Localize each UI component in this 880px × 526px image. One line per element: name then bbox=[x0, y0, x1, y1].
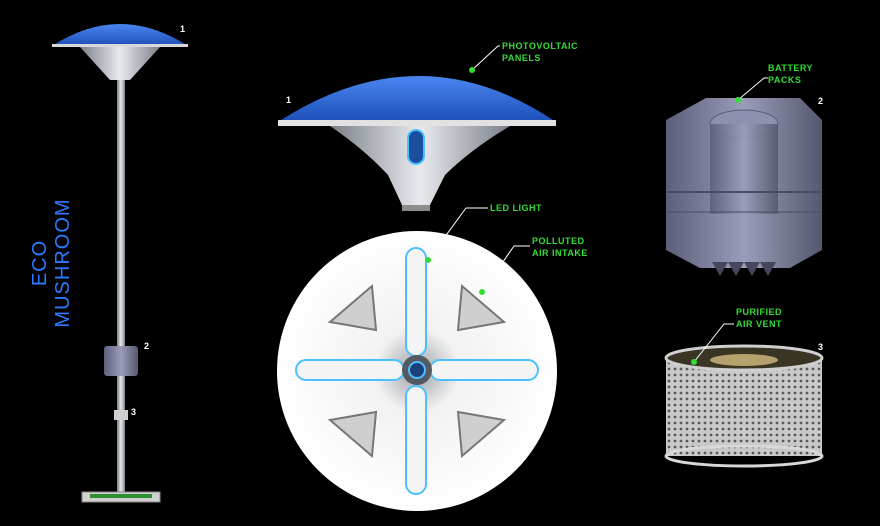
label-battery-packs: BATTERY PACKS bbox=[768, 63, 813, 85]
led-strip-housing bbox=[407, 129, 425, 165]
pole-shaft bbox=[117, 80, 125, 350]
label-polluted-air-intake: POLLUTED AIR INTAKE bbox=[532, 236, 588, 258]
led-strip-top bbox=[405, 247, 427, 357]
callout-dots bbox=[425, 67, 741, 365]
label-led-light: LED LIGHT bbox=[490, 203, 542, 213]
street-lamp-pole bbox=[52, 24, 188, 503]
vent-mesh bbox=[666, 358, 822, 456]
air-intake-bottom-right bbox=[456, 410, 507, 459]
diagram-title: ECO MUSHROOM bbox=[29, 198, 74, 328]
underside-view bbox=[277, 231, 557, 511]
lamp-housing bbox=[330, 126, 510, 205]
number-battery: 2 bbox=[818, 96, 824, 106]
label-photovoltaic-panels: PHOTOVOLTAIC PANELS bbox=[502, 41, 579, 63]
callout-lines bbox=[427, 45, 768, 363]
pole-solar-canopy bbox=[52, 24, 188, 46]
number-pole-top: 1 bbox=[180, 24, 186, 34]
photovoltaic-dome bbox=[278, 76, 556, 122]
number-pole-mid: 2 bbox=[144, 341, 150, 351]
led-strip-bottom bbox=[405, 385, 427, 495]
label-purified-air-vent: PURIFIED AIR VENT bbox=[736, 307, 783, 329]
pole-lamp-head bbox=[80, 47, 160, 80]
number-canopy: 1 bbox=[286, 95, 292, 105]
air-intake-top-right bbox=[456, 283, 507, 332]
air-intake-bottom-left bbox=[327, 410, 378, 459]
air-vent-model bbox=[664, 344, 824, 468]
battery-pack-model bbox=[666, 98, 822, 276]
pole-battery-unit bbox=[104, 346, 138, 376]
number-pole-low: 3 bbox=[131, 407, 137, 417]
canopy-cutaway bbox=[278, 76, 556, 211]
led-strip-right bbox=[429, 359, 539, 381]
pole-air-vent bbox=[114, 410, 128, 420]
number-vent: 3 bbox=[818, 342, 824, 352]
led-strip-left bbox=[295, 359, 405, 381]
air-intake-top-left bbox=[327, 283, 378, 332]
